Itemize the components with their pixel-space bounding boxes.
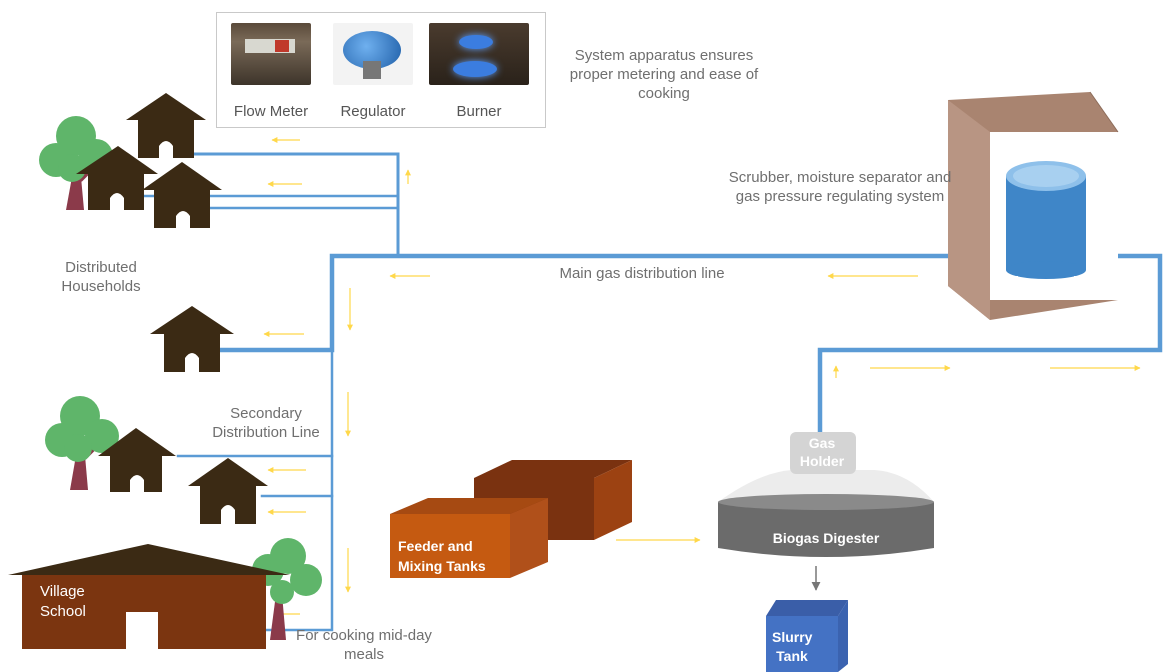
secondary-distribution-pipe [262, 348, 334, 632]
gas-holder [790, 432, 856, 474]
house-icon [188, 458, 268, 524]
feeder-mixing-tanks [390, 460, 632, 578]
flow-meter-label: Flow Meter [233, 103, 309, 120]
burner-label: Burner [456, 103, 502, 120]
gas-holder-label: Gas Holder [799, 435, 845, 469]
distributed-households-label: Distributed Households [61, 259, 141, 295]
scrubber-label: Scrubber, moisture separator and gas pre… [728, 169, 952, 205]
school-label: Village School [40, 583, 86, 620]
slurry-tank-label: Slurry Tank [772, 629, 813, 664]
burner-photo-icon [429, 23, 529, 85]
main-gas-distribution-pipe [215, 253, 949, 353]
digester-label: Biogas Digester [772, 530, 880, 546]
feeder-tanks-label: Feeder and Mixing Tanks [398, 538, 486, 574]
flow-meter-photo-icon [231, 23, 311, 85]
school-door [126, 612, 158, 649]
tree-icon [45, 396, 119, 490]
regulator-photo-icon [333, 23, 413, 85]
scrubber-unit [948, 91, 1119, 320]
upper-household-pipe [184, 152, 400, 258]
house-icon [150, 306, 234, 372]
holder-to-scrubber-pipe [817, 253, 1163, 435]
biogas-digester [718, 432, 934, 591]
cooking-label: For cooking mid-day meals [296, 627, 432, 663]
apparatus-note: System apparatus ensures proper metering… [569, 47, 759, 102]
house-icon [126, 93, 206, 158]
secondary-line-label: Secondary Distribution Line [212, 405, 320, 441]
slurry-tank [766, 600, 848, 672]
house-icon [76, 146, 158, 210]
pipe-network [138, 152, 1163, 632]
flow-arrows [263, 137, 1141, 617]
regulator-label: Regulator [340, 103, 406, 120]
house-icon [98, 428, 176, 492]
apparatus-panel: Flow Meter Regulator Burner [216, 12, 546, 128]
main-line-label: Main gas distribution line [559, 265, 725, 282]
village-school [8, 544, 290, 649]
house-icon [142, 162, 222, 228]
tree-icon [252, 538, 322, 640]
